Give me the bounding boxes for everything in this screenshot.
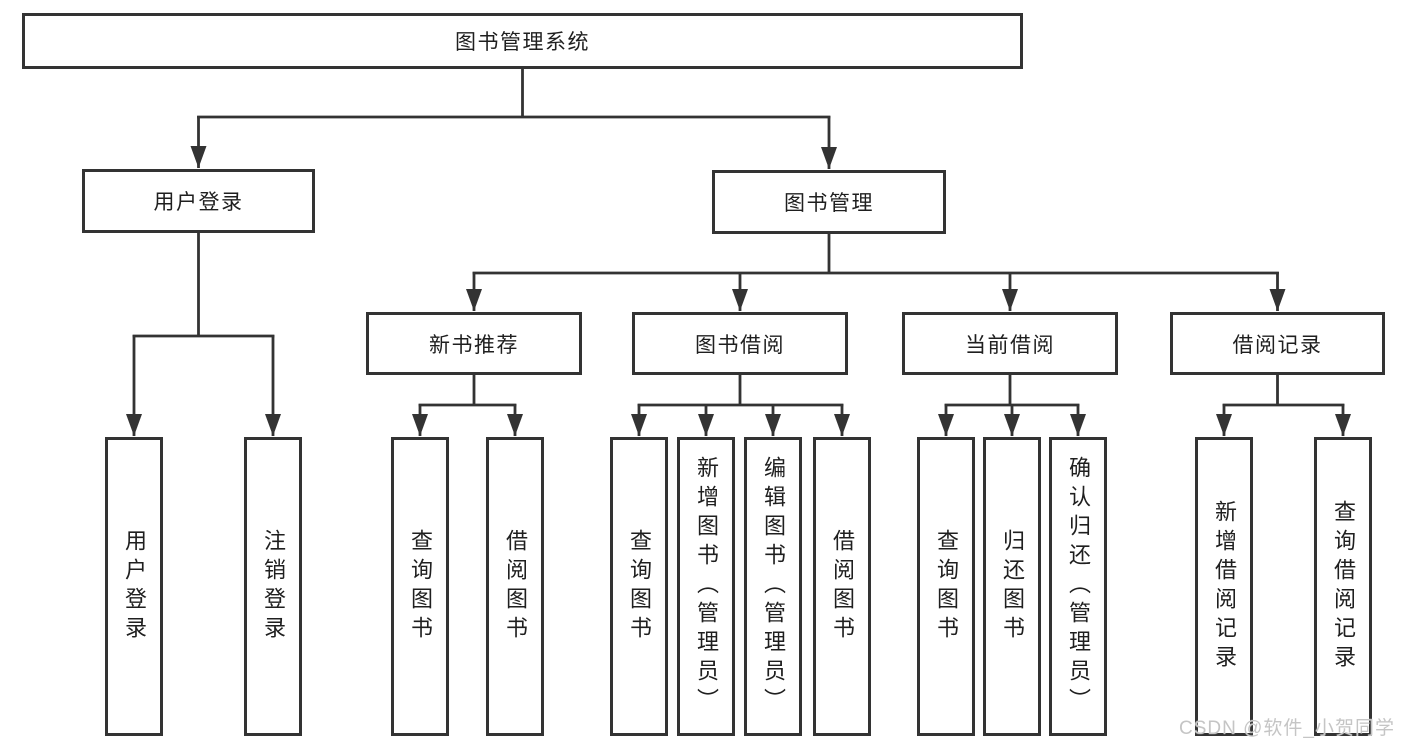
node-user-login-label: 用户登录 [153, 191, 244, 214]
watermark: CSDN @软件_小贺同学 [1179, 718, 1395, 739]
leaf-confirm-return-admin: 确认归还（管理员） [1049, 437, 1107, 736]
leaf-query-books-borrow: 查询图书 [610, 437, 668, 736]
leaf-return-book-label: 归还图书 [1000, 528, 1025, 645]
node-book-management-label: 图书管理 [784, 192, 874, 215]
leaf-edit-book-admin-label: 编辑图书（管理员） [761, 456, 786, 717]
leaf-query-books-recommend-label: 查询图书 [408, 528, 433, 645]
node-book-management: 图书管理 [712, 170, 946, 234]
leaf-borrow-books-recommend: 借阅图书 [486, 437, 544, 736]
node-current-borrow-label: 当前借阅 [965, 333, 1055, 357]
leaf-borrow-books: 借阅图书 [813, 437, 871, 736]
leaf-logout-label: 注销登录 [261, 528, 286, 645]
node-borrow-records-label: 借阅记录 [1232, 333, 1323, 357]
node-user-login: 用户登录 [82, 169, 315, 233]
leaf-query-books-recommend: 查询图书 [391, 437, 449, 736]
leaf-borrow-books-label: 借阅图书 [830, 528, 855, 645]
node-new-book-recommend-label: 新书推荐 [429, 333, 519, 357]
leaf-add-book-admin: 新增图书（管理员） [677, 437, 735, 736]
leaf-borrow-books-recommend-label: 借阅图书 [503, 528, 528, 645]
leaf-add-borrow-record-label: 新增借阅记录 [1212, 499, 1237, 674]
leaf-edit-book-admin: 编辑图书（管理员） [744, 437, 802, 736]
node-borrow-records: 借阅记录 [1170, 312, 1385, 375]
leaf-query-books-current-label: 查询图书 [934, 528, 959, 645]
node-book-borrow-label: 图书借阅 [695, 333, 785, 357]
node-library-system-label: 图书管理系统 [455, 31, 590, 54]
node-new-book-recommend: 新书推荐 [366, 312, 582, 375]
leaf-add-borrow-record: 新增借阅记录 [1195, 437, 1253, 736]
leaf-query-borrow-record: 查询借阅记录 [1314, 437, 1372, 736]
leaf-query-borrow-record-label: 查询借阅记录 [1331, 499, 1356, 674]
leaf-confirm-return-admin-label: 确认归还（管理员） [1066, 456, 1091, 717]
leaf-user-login-label: 用户登录 [122, 528, 147, 645]
node-current-borrow: 当前借阅 [902, 312, 1118, 375]
leaf-query-books-current: 查询图书 [917, 437, 975, 736]
leaf-query-books-borrow-label: 查询图书 [627, 528, 652, 645]
leaf-user-login: 用户登录 [105, 437, 163, 736]
leaf-add-book-admin-label: 新增图书（管理员） [694, 456, 719, 717]
leaf-logout: 注销登录 [244, 437, 302, 736]
leaf-return-book: 归还图书 [983, 437, 1041, 736]
node-book-borrow: 图书借阅 [632, 312, 848, 375]
node-library-system: 图书管理系统 [22, 13, 1023, 69]
